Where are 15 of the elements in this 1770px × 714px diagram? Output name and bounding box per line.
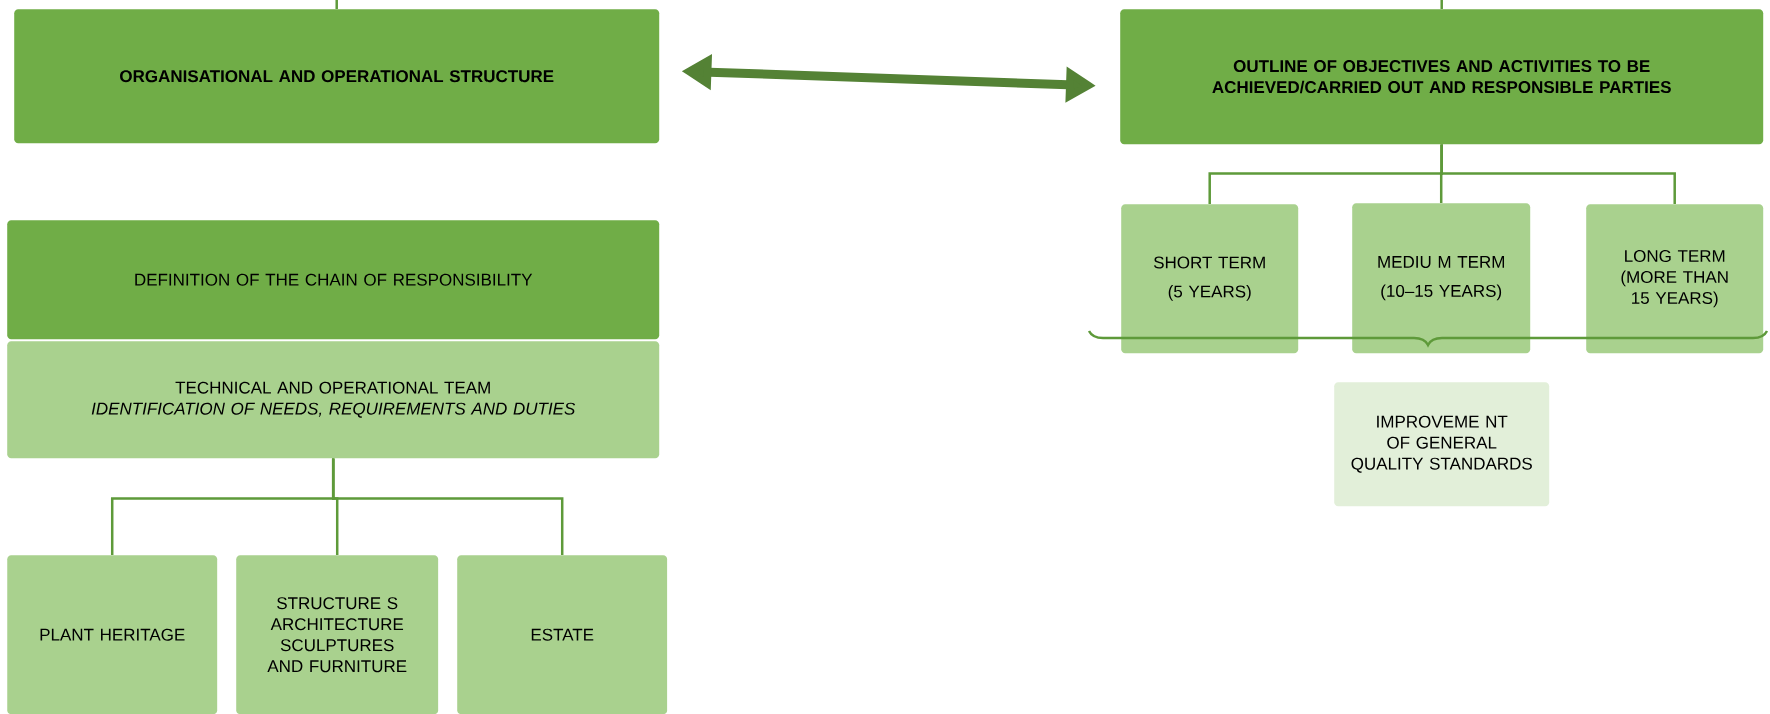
connector-line [331,458,564,555]
process-box: OUTLINE OF OBJECTIVES AND ACTIVITIES TO BE ACHIEVED/CARRIED OUT AND RESPONSIBLE PARTIES [1120,9,1764,145]
connector-line [335,0,338,9]
process-box: IMPROVEME NT OF GENERAL QUALITY STANDARDS [1334,382,1550,507]
process-box: SHORT TERM (5 YEARS) [1121,204,1299,354]
process-box: DEFINITION OF THE CHAIN OF RESPONSIBILITY [7,220,660,340]
connector-line [1440,0,1443,9]
process-box: LONG TERM (MORE THAN 15 YEARS) [1586,204,1764,354]
process-box: ESTATE [457,555,668,714]
process-box: TECHNICAL AND OPERATIONAL TEAM IDENTIFICATION OF NEEDS, REQUIREMENTS AND DUTIES [7,341,660,459]
process-box: PLANT HERITAGE [7,555,218,714]
connector-line [1440,144,1676,204]
process-box: STRUCTURE S ARCHITECTURE SCULPTURES AND FURNITURE [236,555,439,714]
process-box: MEDIU M TERM (10–15 YEARS) [1352,203,1531,354]
process-box: ORGANISATIONAL AND OPERATIONAL STRUCTURE [14,9,660,144]
